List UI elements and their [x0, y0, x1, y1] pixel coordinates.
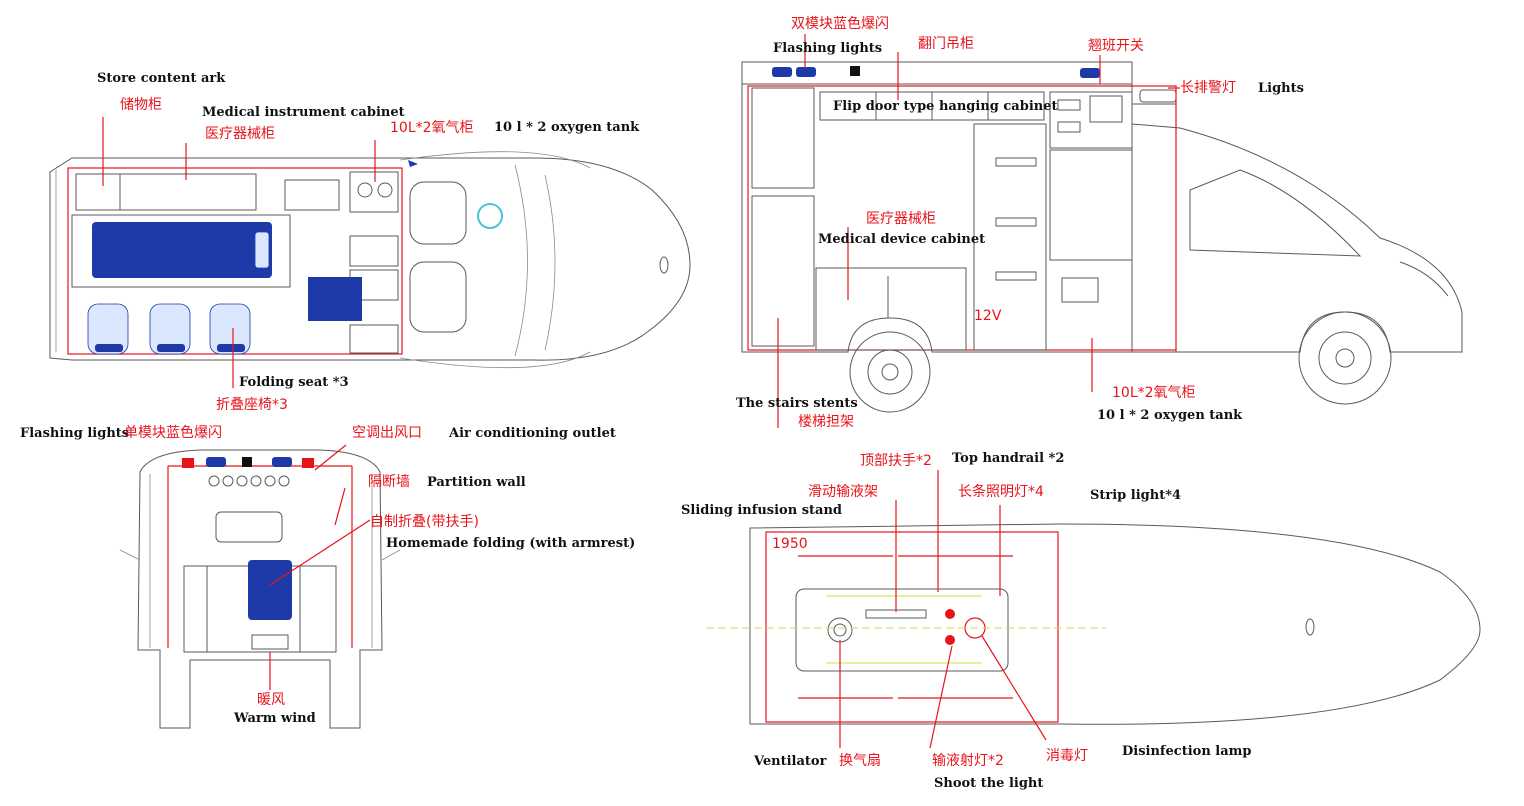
folding-seat-3	[209, 303, 251, 355]
side-flashing-lights-label: Flashing lights	[773, 41, 882, 56]
stairs-stents-label: The stairs stents	[736, 396, 858, 411]
rear-flashing-lights-label: Flashing lights	[20, 426, 129, 441]
sliding-infusion-cn-label: 滑动输液架	[808, 483, 878, 500]
ventilator-label: Ventilator	[753, 754, 827, 769]
warm-wind-label: Warm wind	[233, 711, 316, 726]
disinfection-lamp-label: Disinfection lamp	[1122, 744, 1252, 759]
store-content-ark-label: Store content ark	[97, 71, 226, 86]
12v-socket-label: 12V	[974, 308, 1002, 324]
side-view-drawing	[741, 34, 1463, 428]
medical-instrument-cabinet-label: Medical instrument cabinet	[202, 105, 405, 120]
medical-instrument-cabinet-cn-label: 医疗器械柜	[205, 126, 275, 142]
side-oxygen-tank-label: 10 l * 2 oxygen tank	[1097, 408, 1243, 423]
dimension-1950-label: 1950	[772, 536, 808, 552]
rear-view-drawing	[119, 444, 401, 729]
oxygen-cabinet-cn-label: 10L*2氧气柜	[390, 120, 474, 136]
shoot-light-label: Shoot the light	[934, 776, 1043, 791]
partition-wall-cn-label: 隔断墙	[368, 474, 410, 490]
ac-outlet-label: Air conditioning outlet	[448, 426, 616, 441]
top-handrail-cn-label: 顶部扶手*2	[860, 453, 932, 469]
folding-seat-cn-label: 折叠座椅*3	[216, 397, 288, 413]
oxygen-tank-label: 10 l * 2 oxygen tank	[494, 120, 640, 135]
side-oxygen-cabinet-cn-label: 10L*2氧气柜	[1112, 385, 1196, 401]
ventilator-cn-label: 换气扇	[839, 752, 881, 769]
shoot-light-cn-label: 输液射灯*2	[932, 753, 1004, 769]
ac-outlet-cn-label: 空调出风口	[352, 425, 422, 441]
lights-label: Lights	[1258, 81, 1304, 96]
disinfection-lamp-cn-label: 消毒灯	[1046, 748, 1088, 764]
flip-door-cn-label: 翻门吊柜	[918, 36, 974, 52]
medical-device-cabinet-label: Medical device cabinet	[818, 232, 985, 247]
folding-seat-2	[149, 303, 191, 355]
flip-door-cabinet-label: Flip door type hanging cabinet	[833, 99, 1058, 114]
side-flashing-lights-cn-label: 双模块蓝色爆闪	[791, 15, 889, 32]
partition-wall-label: Partition wall	[427, 475, 526, 490]
medical-device-cabinet-cn-label: 医疗器械柜	[866, 211, 936, 227]
long-warning-light-cn-label: 长排警灯	[1180, 80, 1236, 96]
top-view-drawing	[49, 117, 691, 388]
strip-light-label: Strip light*4	[1090, 488, 1181, 503]
homemade-folding-cn-label: 自制折叠(带扶手)	[370, 514, 479, 530]
folding-seat-1	[87, 303, 129, 355]
homemade-folding-label: Homemade folding (with armrest)	[386, 536, 635, 551]
strip-light-cn-label: 长条照明灯*4	[958, 483, 1044, 500]
folding-seat-label: Folding seat *3	[239, 375, 349, 390]
sliding-infusion-label: Sliding infusion stand	[681, 503, 842, 518]
top-handrail-label: Top handrail *2	[952, 451, 1064, 466]
shift-switch-cn-label: 翘班开关	[1088, 38, 1144, 54]
store-cabinet-cn-label: 储物柜	[120, 97, 162, 113]
rear-flashing-lights-cn-label: 单模块蓝色爆闪	[124, 424, 222, 441]
roof-view-drawing	[706, 470, 1481, 749]
stairs-stretcher-cn-label: 楼梯担架	[798, 414, 854, 430]
warm-wind-cn-label: 暖风	[257, 692, 285, 708]
